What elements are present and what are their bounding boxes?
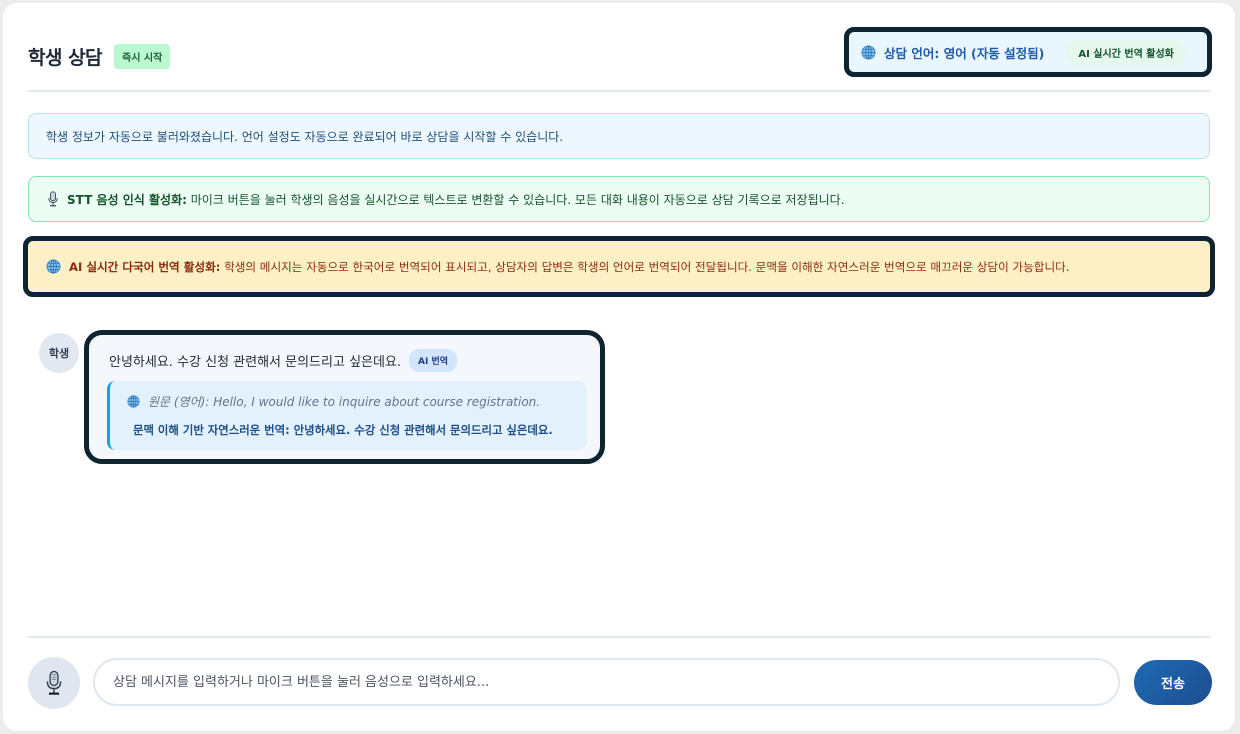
header: 학생 상담 즉시 시작 상담 언어: 영어 (자동 설정됨) AI 실시간 번역… xyxy=(28,27,1212,92)
original-text: 원문 (영어): Hello, I would like to inquire … xyxy=(148,395,541,409)
stt-notice-title: STT 음성 인식 활성화: xyxy=(67,192,187,207)
microphone-icon xyxy=(46,670,62,695)
original-text-line: 원문 (영어): Hello, I would like to inquire … xyxy=(127,393,587,410)
translation-box: 원문 (영어): Hello, I would like to inquire … xyxy=(107,381,587,450)
microphone-icon xyxy=(48,191,58,207)
message-line: 안녕하세요. 수강 신청 관련해서 문의드리고 싶은데요. AI 번역 xyxy=(109,349,600,372)
title-wrap: 학생 상담 즉시 시작 xyxy=(28,43,171,70)
message-text: 안녕하세요. 수강 신청 관련해서 문의드리고 싶은데요. xyxy=(109,355,402,370)
counseling-card: 학생 상담 즉시 시작 상담 언어: 영어 (자동 설정됨) AI 실시간 번역… xyxy=(3,3,1235,731)
page-title: 학생 상담 xyxy=(28,46,103,69)
language-indicator: 상담 언어: 영어 (자동 설정됨) AI 실시간 번역 활성화 xyxy=(844,27,1212,77)
ai-translation-badge: AI 번역 xyxy=(409,349,458,372)
translated-text: 문맥 이해 기반 자연스러운 번역: 안녕하세요. 수강 신청 관련해서 문의드… xyxy=(133,423,553,437)
send-button[interactable]: 전송 xyxy=(1134,660,1212,705)
ai-translation-notice: AI 실시간 다국어 번역 활성화: 학생의 메시지는 자동으로 한국어로 번역… xyxy=(23,236,1215,297)
message-input[interactable] xyxy=(93,658,1120,706)
globe-icon xyxy=(127,395,140,408)
info-notice: 학생 정보가 자동으로 불러와졌습니다. 언어 설정도 자동으로 완료되어 바로… xyxy=(28,113,1210,159)
ai-notice-title: AI 실시간 다국어 번역 활성화: xyxy=(69,259,221,274)
translation-active-badge: AI 실시간 번역 활성화 xyxy=(1066,38,1186,66)
ai-notice-text: 학생의 메시지는 자동으로 한국어로 번역되어 표시되고, 상담자의 답변은 학… xyxy=(220,259,1070,274)
globe-icon xyxy=(861,44,876,60)
language-label: 상담 언어: 영어 (자동 설정됨) xyxy=(884,45,1045,61)
microphone-button[interactable] xyxy=(28,657,80,709)
stt-notice-content: STT 음성 인식 활성화: 마이크 버튼을 눌러 학생의 음성을 실시간으로 … xyxy=(67,191,845,208)
stt-notice-text: 마이크 버튼을 눌러 학생의 음성을 실시간으로 텍스트로 변환할 수 있습니다… xyxy=(186,192,845,207)
footer-divider xyxy=(28,636,1210,638)
ai-notice-content: AI 실시간 다국어 번역 활성화: 학생의 메시지는 자동으로 한국어로 번역… xyxy=(69,259,1069,275)
info-notice-text: 학생 정보가 자동으로 불러와졌습니다. 언어 설정도 자동으로 완료되어 바로… xyxy=(46,129,564,144)
avatar: 학생 xyxy=(39,333,79,373)
status-badge: 즉시 시작 xyxy=(114,43,171,69)
stt-notice: STT 음성 인식 활성화: 마이크 버튼을 눌러 학생의 음성을 실시간으로 … xyxy=(28,176,1210,222)
globe-icon xyxy=(46,259,61,274)
message-bubble: 안녕하세요. 수강 신청 관련해서 문의드리고 싶은데요. AI 번역 원문 (… xyxy=(84,330,605,464)
